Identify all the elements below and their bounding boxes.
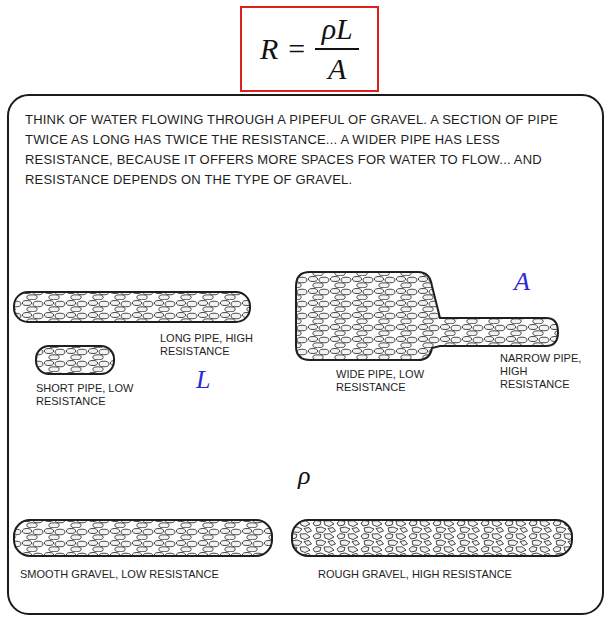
numerator: ρL <box>322 12 353 46</box>
formula-symbol: R <box>260 32 278 66</box>
denominator: A <box>328 52 346 86</box>
fraction: ρL A <box>315 12 359 86</box>
length-symbol: L <box>196 366 210 394</box>
rough-gravel-pipe <box>292 520 572 556</box>
short-pipe <box>36 346 114 374</box>
pipe-caption: NARROW PIPE, HIGH RESISTANCE <box>500 352 596 391</box>
formula-box: R = ρL A <box>240 6 379 92</box>
explanation-text: THINK OF WATER FLOWING THROUGH A PIPEFUL… <box>9 96 602 190</box>
pipe-caption: WIDE PIPE, LOW RESISTANCE <box>336 368 448 394</box>
fraction-bar <box>315 48 359 50</box>
pipe-caption: LONG PIPE, HIGH RESISTANCE <box>160 332 282 358</box>
resistivity-symbol: ρ <box>298 462 310 490</box>
long-pipe <box>14 292 250 322</box>
gravel-caption: SMOOTH GRAVEL, LOW RESISTANCE <box>20 568 219 581</box>
equals-sign: = <box>288 32 305 66</box>
area-symbol: A <box>514 268 530 296</box>
pipe-caption: SHORT PIPE, LOW RESISTANCE <box>36 382 148 408</box>
smooth-gravel-pipe <box>14 520 272 556</box>
gravel-caption: ROUGH GRAVEL, HIGH RESISTANCE <box>318 568 512 581</box>
